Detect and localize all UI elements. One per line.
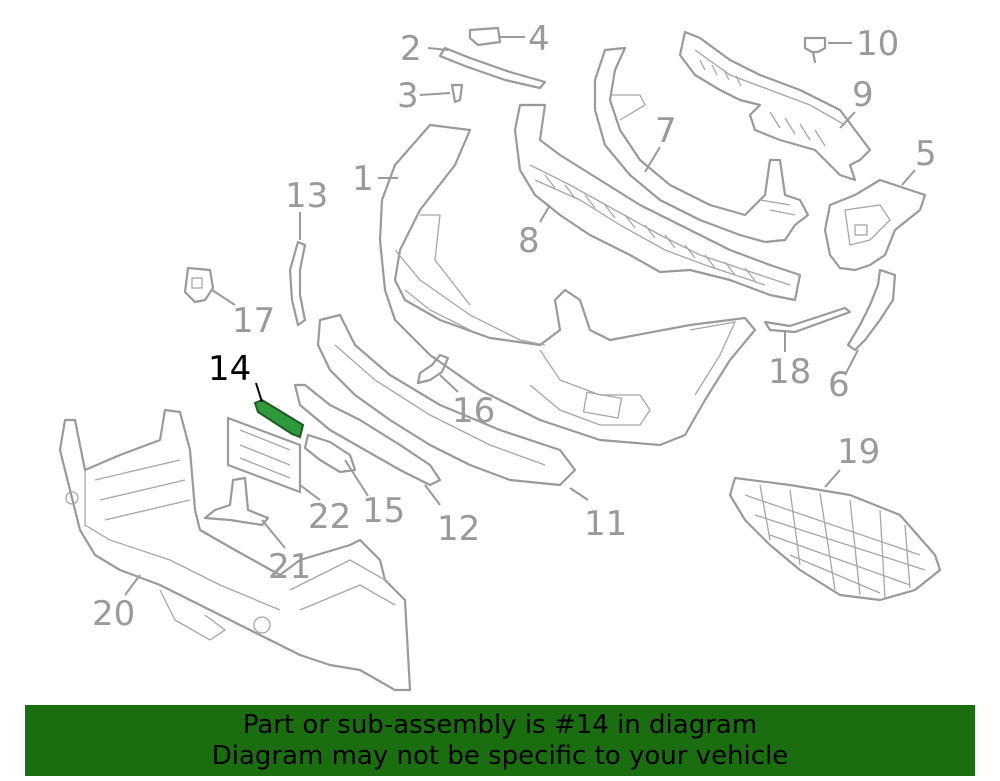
label-8: 8 bbox=[518, 221, 540, 261]
label-19: 19 bbox=[837, 432, 880, 472]
part-small-molding bbox=[303, 433, 357, 474]
part-grille-frame bbox=[513, 103, 802, 302]
part-lower-molding bbox=[293, 383, 442, 487]
part-labels: 1 2 3 4 5 6 7 8 9 10 11 12 13 14 15 16 1… bbox=[92, 19, 937, 634]
part-upper-support bbox=[593, 46, 810, 244]
info-banner: Part or sub-assembly is #14 in diagram D… bbox=[25, 705, 975, 776]
banner-line-2: Diagram may not be specific to your vehi… bbox=[211, 741, 789, 771]
label-17: 17 bbox=[232, 301, 275, 341]
label-1: 1 bbox=[352, 159, 374, 199]
parts-diagram: 1 2 3 4 5 6 7 8 9 10 11 12 13 14 15 16 1… bbox=[58, 19, 942, 692]
label-16: 16 bbox=[452, 391, 495, 431]
part-license-bracket bbox=[226, 416, 302, 494]
part-lower-grille bbox=[728, 476, 942, 602]
label-4: 4 bbox=[528, 19, 550, 59]
part-reinforcement bbox=[678, 30, 872, 182]
part-side-guide bbox=[846, 268, 897, 352]
part-side-clip bbox=[288, 240, 307, 327]
label-10: 10 bbox=[856, 24, 899, 64]
label-22: 22 bbox=[308, 497, 351, 537]
label-2: 2 bbox=[400, 29, 422, 69]
part-bumper-cover bbox=[378, 123, 757, 447]
label-11: 11 bbox=[584, 504, 627, 544]
label-15: 15 bbox=[362, 491, 405, 531]
part-small-bracket bbox=[416, 353, 450, 385]
label-12: 12 bbox=[437, 509, 480, 549]
part-strip bbox=[763, 306, 852, 334]
label-20: 20 bbox=[92, 594, 135, 634]
part-sensor-holder bbox=[183, 266, 215, 304]
label-18: 18 bbox=[768, 352, 811, 392]
label-3: 3 bbox=[397, 76, 419, 116]
label-21: 21 bbox=[268, 547, 311, 587]
label-5: 5 bbox=[915, 134, 937, 174]
part-lower-lip bbox=[316, 313, 577, 487]
banner-line-1: Part or sub-assembly is #14 in diagram bbox=[242, 710, 758, 740]
part-side-bracket bbox=[823, 178, 927, 272]
part-small-items bbox=[438, 26, 827, 104]
leader-lines bbox=[124, 36, 916, 596]
label-14: 14 bbox=[208, 349, 251, 389]
part-bumper-carrier bbox=[58, 408, 412, 692]
label-7: 7 bbox=[655, 111, 677, 151]
part-support-bracket bbox=[203, 476, 270, 527]
label-13: 13 bbox=[285, 176, 328, 216]
label-6: 6 bbox=[828, 365, 850, 405]
label-9: 9 bbox=[852, 75, 874, 115]
